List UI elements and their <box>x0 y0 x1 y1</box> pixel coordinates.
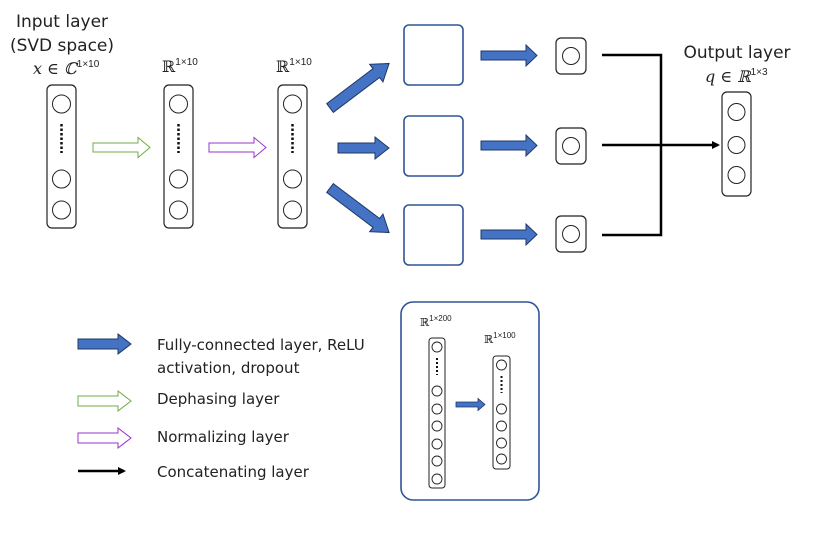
normalized-layer-label: ℝ1×10 <box>276 57 312 76</box>
inset-right-node <box>496 359 507 371</box>
normalizing-arrow <box>208 136 267 159</box>
branch-output-3 <box>555 215 587 253</box>
normalized-layer-frame <box>277 84 308 229</box>
fc-arrow-branch-2 <box>480 133 538 158</box>
output-node-2 <box>727 136 746 154</box>
inset-right-node <box>496 453 507 465</box>
branch-output-1 <box>555 37 587 75</box>
normalized-node-2 <box>283 169 302 189</box>
input-layer-title-line2: (SVD space) <box>10 36 114 56</box>
legend-dephasing-label: Dephasing layer <box>157 390 280 408</box>
input-layer-title-line1: Input layer <box>16 12 108 32</box>
inset-right-label: ℝ1×100 <box>484 331 516 346</box>
fc-arrow-branch-3 <box>480 222 538 247</box>
legend-concat-label: Concatenating layer <box>157 463 310 481</box>
inset-left-sup: 1×200 <box>429 314 452 323</box>
input-layer-column <box>46 84 77 229</box>
branch-box-3 <box>403 204 464 266</box>
branch-output-2-node <box>562 137 580 155</box>
dephased-node-3 <box>169 200 188 220</box>
inset-left-var: ℝ <box>420 316 430 329</box>
inset-fc-arrow <box>455 397 486 412</box>
input-layer-math-var: x ∈ ℂ <box>33 59 79 78</box>
branch-output-1-node <box>562 47 580 65</box>
inset-right-sup: 1×100 <box>493 331 516 340</box>
inset-left-node <box>431 455 443 467</box>
inset-left-node <box>431 385 443 397</box>
branch-box-1 <box>403 24 464 86</box>
inset-left-label: ℝ1×200 <box>420 314 452 329</box>
concat-connector <box>602 53 720 237</box>
fc-arrow-up <box>325 62 390 114</box>
legend-normalizing-label: Normalizing layer <box>157 428 290 446</box>
inset-left-node <box>431 473 443 485</box>
output-layer-math-var: q ∈ ℝ <box>705 67 752 86</box>
input-node-1 <box>52 94 71 114</box>
inset-right-node <box>496 403 507 415</box>
branch-detail-inset: ℝ1×200 ℝ1×100 <box>400 301 540 501</box>
branch-output-2 <box>555 127 587 165</box>
legend-normalizing-arrow <box>77 426 132 450</box>
legend: Fully-connected layer, ReLU activation, … <box>77 332 365 481</box>
input-node-3 <box>52 200 71 220</box>
fc-arrow-middle <box>337 135 390 161</box>
inset-left-node <box>431 341 443 353</box>
normalized-layer-sup: 1×10 <box>289 57 312 68</box>
input-layer-frame <box>46 84 77 229</box>
dephased-node-1 <box>169 94 188 114</box>
output-node-3 <box>727 166 746 184</box>
inset-right-node <box>496 437 507 449</box>
dephased-layer-frame <box>163 84 194 229</box>
input-layer-math: x ∈ ℂ1×10 <box>33 59 100 78</box>
fc-arrow-down <box>325 182 390 234</box>
branch-output-3-node <box>562 225 580 243</box>
inset-right-var: ℝ <box>484 333 494 346</box>
inset-left-node <box>431 420 443 432</box>
dephased-layer-sup: 1×10 <box>175 57 198 68</box>
output-node-1 <box>727 103 746 121</box>
dephased-layer-column <box>163 84 194 229</box>
output-layer-math-sup: 1×3 <box>751 67 768 78</box>
dephasing-arrow <box>92 136 151 159</box>
legend-dephasing-arrow <box>77 389 132 413</box>
input-layer-math-sup: 1×10 <box>77 59 100 70</box>
legend-fc-label-line1: Fully-connected layer, ReLU <box>157 336 365 354</box>
normalized-node-3 <box>283 200 302 220</box>
fc-arrow-branch-1 <box>480 43 538 68</box>
inset-right-node <box>496 420 507 432</box>
output-layer-math: q ∈ ℝ1×3 <box>705 67 768 86</box>
normalized-layer-column <box>277 84 308 229</box>
legend-fc-arrow <box>77 332 132 356</box>
dephased-node-2 <box>169 169 188 189</box>
inset-left-node <box>431 438 443 450</box>
inset-left-node <box>431 403 443 415</box>
normalized-node-1 <box>283 94 302 114</box>
inset-frame <box>400 301 540 501</box>
dephased-layer-label: ℝ1×10 <box>162 57 198 76</box>
normalized-layer-var: ℝ <box>276 57 290 76</box>
legend-fc-label-line2: activation, dropout <box>157 359 300 377</box>
dephased-layer-var: ℝ <box>162 57 176 76</box>
output-layer-title: Output layer <box>683 43 790 63</box>
branch-box-2 <box>403 115 464 177</box>
output-layer-column <box>721 91 752 197</box>
input-node-2 <box>52 169 71 189</box>
